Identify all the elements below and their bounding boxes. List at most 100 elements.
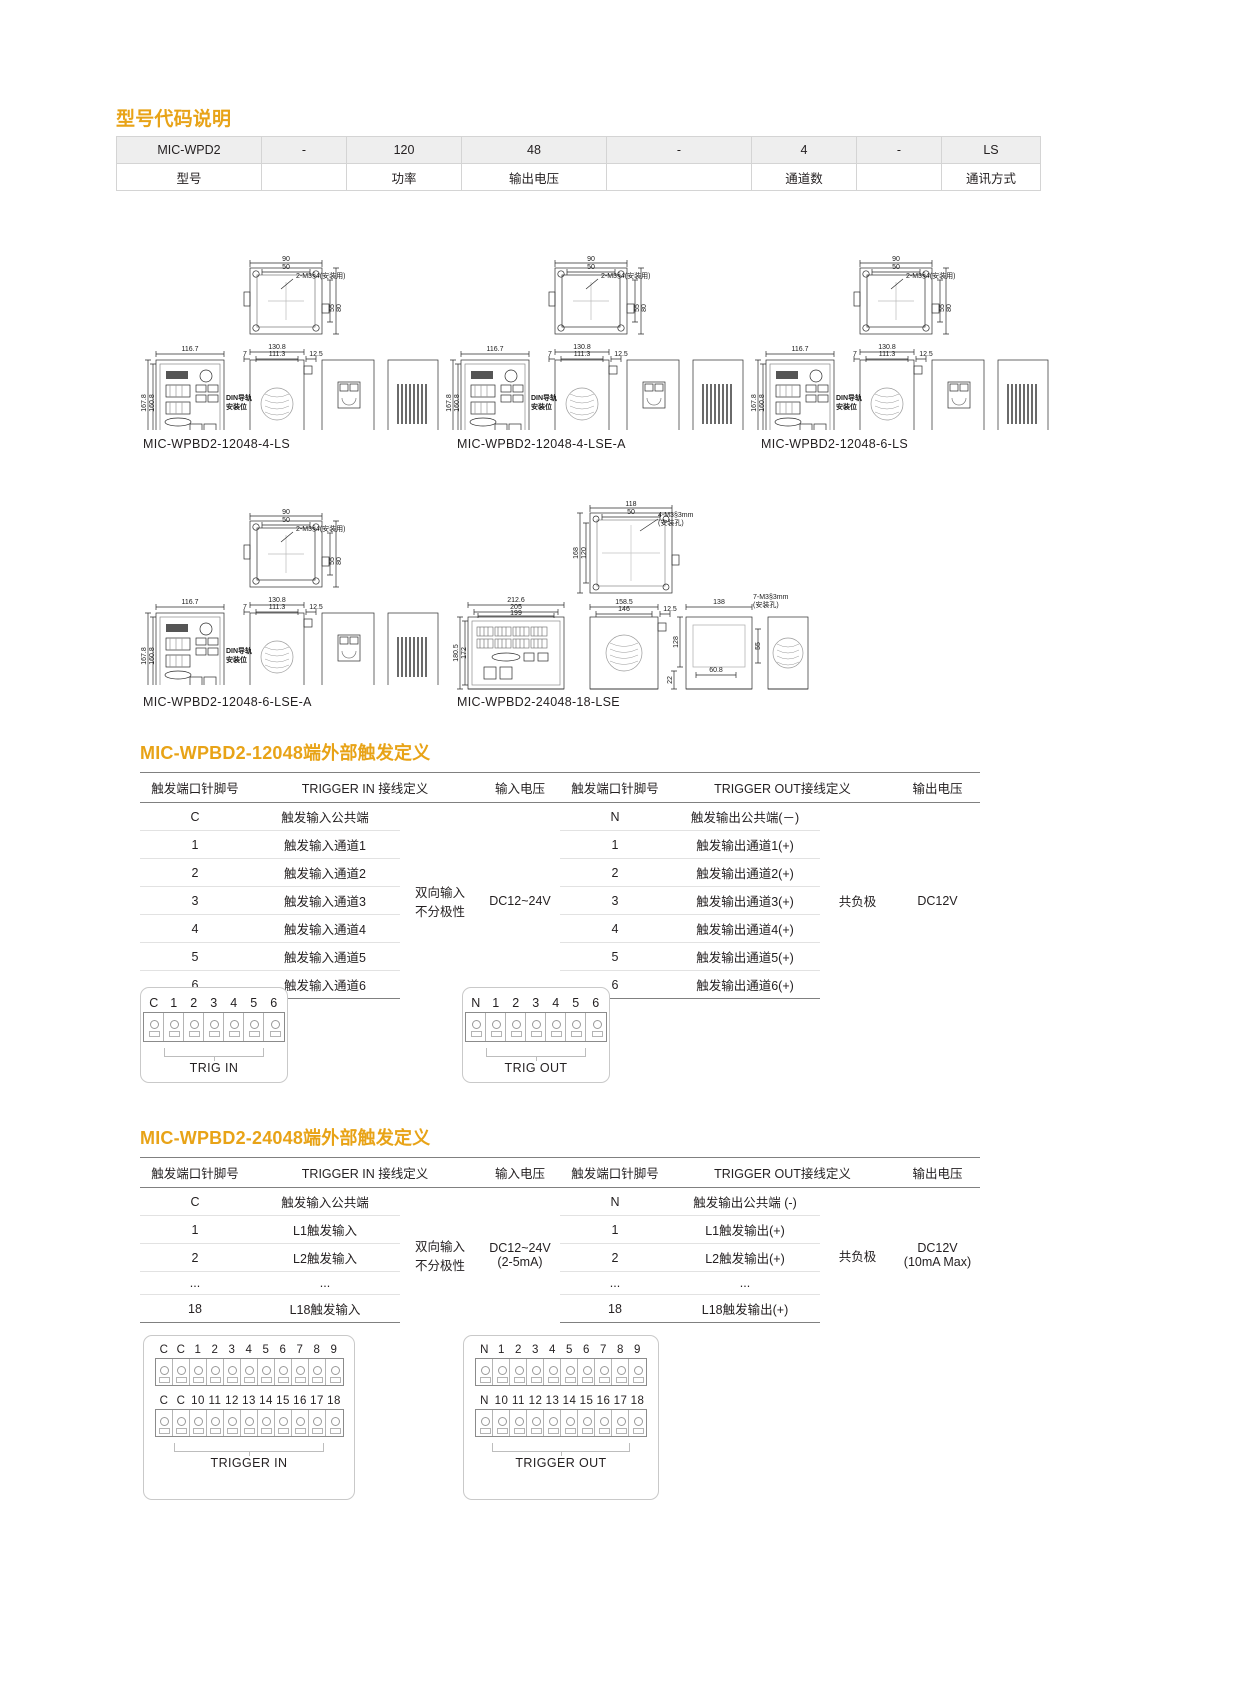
pin-label: 14 [259,1395,273,1407]
dim-large-depth-outer: 158.5 [615,599,633,606]
table-row: 2 L2触发输入 2 L2触发输出(+) [140,1243,980,1272]
dim-large-front-outer: 212.6 [507,597,525,604]
cell-in-def: 触发输入通道2 [250,858,400,887]
terminal-cell [292,1410,309,1436]
drawing-svg-small-2: 90 50 116.7 130.8 111.3 12.5 7 2-M3§4(安装… [446,256,744,430]
cell-in-def: 触发输入通道4 [250,914,400,943]
terminal-cell [561,1359,578,1385]
terminal-cell [144,1013,164,1041]
dim-depth-rear: 7 [243,604,247,611]
cell-out-def: L18触发输出(+) [670,1294,820,1323]
page-title-model-code: 型号代码说明 [116,109,232,130]
dim-large-top-inner: 50 [627,509,635,516]
cell-in-pin: 1 [140,830,250,859]
dim-top-outer: 90 [282,256,290,263]
cell-out-voltage: DC12V [917,893,958,908]
pin-label: N [480,1344,489,1356]
th-in-voltage: 输入电压 [480,772,560,803]
code-cell-voltage: 48 [461,136,607,164]
model-meaning-row: 型号 功率 输出电压 通道数 通讯方式 [116,163,1041,191]
drawing-unit-5: 118 50 212.6 205 199 158.5 146 12.5 138 … [450,495,810,690]
section-title-24048: MIC-WPBD2-24048端外部触发定义 [140,1128,431,1148]
dim-front-width: 116.7 [487,346,504,353]
cell-in-def: ... [250,1271,400,1295]
connector-pin-labels-in: C 1 2 3 4 5 6 [141,996,287,1010]
dim-front-h-inner: 160.8 [759,394,766,412]
cell-out-def: 触发输出通道3(+) [670,886,820,915]
cell-in-pin: 4 [140,914,250,943]
in-mode-line2: 不分极性 [414,1259,465,1274]
connector-label-trigger-out: TRIGGER OUT [515,1456,607,1470]
dim-depth-rear: 7 [853,351,857,358]
dim-large-side-w: 138 [713,599,725,606]
connector-trigger-out-24048: N 1 2 3 4 5 6 7 8 9 [463,1335,659,1500]
section-title-12048: MIC-WPBD2-12048端外部触发定义 [140,743,431,763]
pin-label: 2 [190,996,198,1010]
pin-label: 4 [245,1344,253,1356]
pin-label: 11 [208,1395,222,1407]
terminal-cell [527,1410,544,1436]
code-cell-channels: 4 [751,136,857,164]
connector-trigger-in-24048: C C 1 2 3 4 5 6 7 8 9 [143,1335,355,1500]
drawing-unit-3: 90 50 116.7 130.8 111.3 12.5 7 2-M3§4(安装… [750,252,1050,430]
terminal-cell [292,1359,309,1385]
cell-out-pin: ... [560,1271,670,1295]
terminal-cell [629,1410,646,1436]
dim-top-inner: 50 [282,517,290,524]
terminal-block-out-bottom [475,1409,647,1437]
code-cell-dash1: - [261,136,347,164]
terminal-cell [224,1410,241,1436]
meaning-cell-power: 功率 [346,163,462,191]
meaning-cell-blank3 [856,163,942,191]
cell-in-pin: 2 [140,858,250,887]
cell-in-def: L18触发输入 [250,1294,400,1323]
th-out-voltage: 输出电压 [895,772,980,803]
cell-out-mode: 共负极 [838,895,877,910]
code-cell-dash2: - [606,136,752,164]
dim-depth-body: 111.3 [269,604,286,611]
terminal-cell [207,1410,224,1436]
terminal-cell [190,1410,207,1436]
cell-out-def: L2触发输出(+) [670,1243,820,1272]
cell-in-def: 触发输入通道3 [250,886,400,915]
cell-in-pin: 5 [140,942,250,971]
dim-front-h-inner: 160.8 [454,394,461,412]
drawing-caption-2: MIC-WPBD2-12048-4-LSE-A [457,437,626,451]
terminal-block-out-top [475,1358,647,1386]
cell-out-def: 触发输出公共端 (-) [670,1187,820,1216]
table-row: 6 触发输入通道6 6 触发输出通道6(+) [140,970,980,999]
table-row: 1 L1触发输入 1 L1触发输出(+) [140,1215,980,1244]
cell-out-pin: 1 [560,1215,670,1244]
cell-out-pin: N [560,802,670,831]
pin-label: C [159,1344,169,1356]
pin-label: 1 [498,1344,505,1356]
dim-side-outer: 80 [336,304,343,312]
terminal-cell [476,1410,493,1436]
dim-large-front-h-outer: 180.5 [453,644,460,662]
pin-label: 4 [230,996,238,1010]
code-cell-dash3: - [856,136,942,164]
meaning-cell-channels: 通道数 [751,163,857,191]
in-voltage-line1: DC12~24V [489,1241,551,1256]
table-row: 18 L18触发输入 18 L18触发输出(+) [140,1294,980,1323]
terminal-cell [544,1410,561,1436]
dim-depth-body: 111.3 [269,351,286,358]
pin-label: 9 [330,1344,338,1356]
model-code-table: MIC-WPD2 - 120 48 - 4 - LS 型号 功率 输出电压 通道… [116,136,1041,191]
dim-screw-note: 2-M3§4(安装用) [601,271,650,280]
pin-label: 5 [250,996,258,1010]
terminal-block-out [465,1012,607,1042]
cell-out-pin: 3 [560,886,670,915]
dim-large-side-note2: (安装孔) [753,600,779,609]
pin-label: 2 [211,1344,219,1356]
code-cell-model: MIC-WPD2 [116,136,262,164]
drawing-caption-5: MIC-WPBD2-24048-18-LSE [457,695,620,709]
pin-label: 3 [210,996,218,1010]
cell-in-def: L2触发输入 [250,1243,400,1272]
meaning-cell-model: 型号 [116,163,262,191]
drawing-svg-large: 118 50 212.6 205 199 158.5 146 12.5 138 … [453,501,809,690]
th-out-voltage: 输出电压 [895,1157,980,1188]
code-cell-power: 120 [346,136,462,164]
din-rail-note-line2: 安装位 [226,655,247,664]
terminal-cell [546,1013,566,1041]
